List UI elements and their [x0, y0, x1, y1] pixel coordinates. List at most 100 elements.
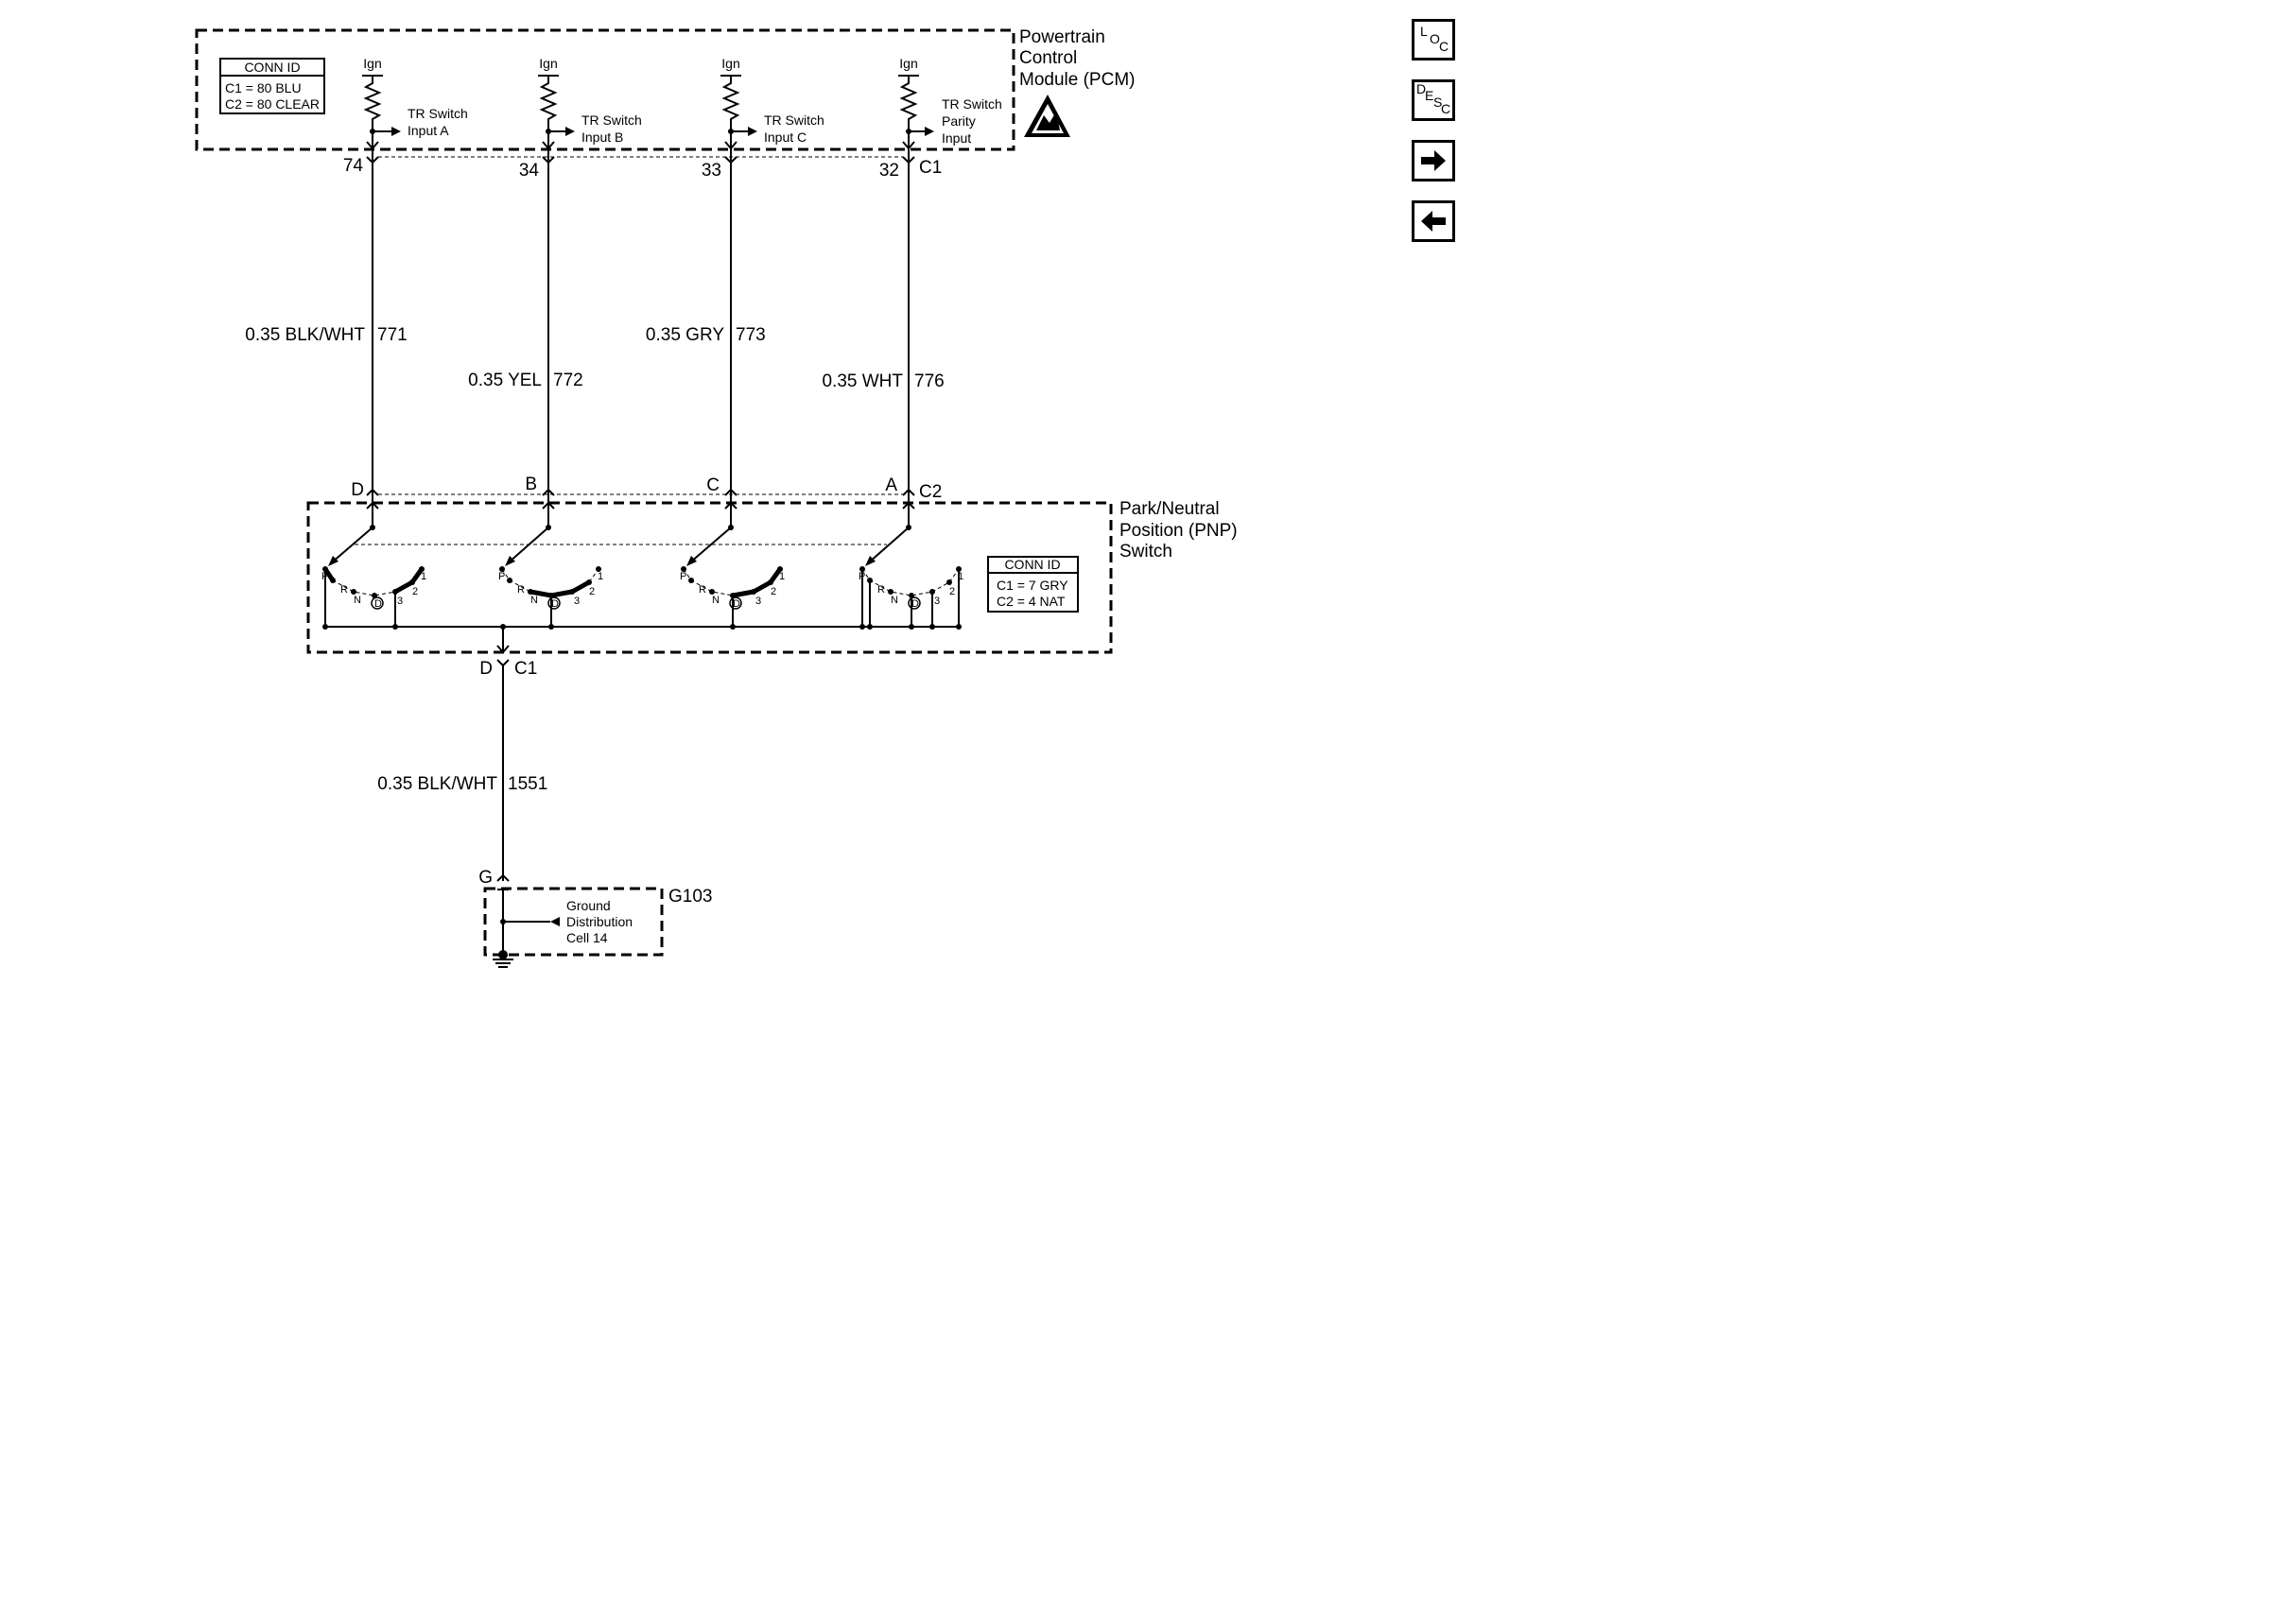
position-label: D	[551, 598, 559, 610]
pnp-pin-1: D	[351, 480, 364, 500]
output-arrow-icon	[391, 127, 401, 136]
desc-letter-4: C	[1441, 101, 1451, 116]
switch-contact	[946, 579, 952, 585]
pnp-switch: C2 D B C A Park/Neutral Position (PNP) S…	[306, 475, 1238, 654]
desc-letter-3: S	[1433, 95, 1443, 110]
switch-contact	[499, 566, 505, 572]
desc-letter-1: D	[1416, 81, 1427, 96]
switch-contact	[330, 578, 336, 583]
pnp-conn-id-box: CONN ID C1 = 7 GRY C2 = 4 NAT	[987, 556, 1079, 613]
input-label-line2: Input A	[408, 123, 449, 138]
input-label-line1: TR Switch	[764, 112, 824, 128]
circuit-number: 772	[553, 371, 583, 390]
next-page-button[interactable]	[1412, 140, 1455, 181]
ground-wire-circuit: 1551	[508, 774, 547, 794]
position-label: 1	[779, 571, 785, 582]
input-label-line1: TR Switch	[942, 96, 1002, 112]
wire-776: 0.35 WHT 776	[822, 163, 945, 490]
position-label: N	[530, 595, 538, 606]
loc-letter-1: L	[1420, 24, 1428, 39]
previous-page-button[interactable]	[1412, 200, 1455, 242]
output-arrow-icon	[925, 127, 934, 136]
pnp-conn-id-line1: C1 = 7 GRY	[997, 578, 1068, 593]
switch-contact	[409, 579, 415, 585]
location-button[interactable]: L O C	[1412, 19, 1455, 60]
pull-up-resistor	[721, 76, 740, 161]
switch-contact	[751, 589, 756, 595]
loc-letter-2: O	[1430, 31, 1440, 46]
ground-id: G103	[668, 887, 712, 907]
ground-ref-line1: Ground	[566, 898, 611, 913]
position-label: R	[877, 584, 885, 596]
pnp-pin-3: C	[706, 475, 720, 495]
position-label: R	[517, 584, 525, 596]
ground-wire-spec: 0.35 BLK/WHT	[377, 774, 497, 794]
position-label: R	[699, 584, 706, 596]
circuit-number: 773	[736, 325, 766, 345]
pcm-title-line2: Control	[1019, 48, 1077, 68]
switch-contact	[419, 566, 425, 572]
pnp-title-line3: Switch	[1119, 542, 1172, 561]
ground-pin: G	[478, 868, 493, 888]
switch-contact	[681, 566, 686, 572]
position-label: 3	[574, 596, 580, 607]
pnp-pin-4: A	[885, 475, 897, 495]
pcm-title-line1: Powertrain	[1019, 27, 1105, 47]
wire-772: 0.35 YEL 772	[468, 163, 583, 490]
switch-arm	[868, 527, 910, 563]
wiring-diagram: Powertrain Control Module (PCM) CONN ID …	[195, 27, 1238, 968]
ign-label: Ign	[721, 56, 739, 71]
pcm-conn-id-header: CONN ID	[244, 60, 300, 75]
pcm-input-b: Ign TR Switch Input B 34	[519, 56, 642, 181]
ground-symbol-icon	[493, 950, 513, 968]
pull-up-resistor	[539, 76, 558, 161]
switch-contact	[351, 589, 356, 595]
pin-number: 74	[343, 156, 364, 176]
position-label: 1	[958, 571, 963, 582]
position-label: N	[891, 595, 898, 606]
arrow-right-icon	[1421, 150, 1446, 171]
output-arrow-icon	[565, 127, 575, 136]
output-arrow-icon	[748, 127, 757, 136]
switch-contact	[777, 566, 783, 572]
switch-arm	[331, 527, 373, 563]
pcm-conn-id-box: CONN ID C1 = 80 BLU C2 = 80 CLEAR	[219, 58, 325, 114]
switch-contact	[688, 578, 694, 583]
arrow-left-icon	[1421, 211, 1446, 232]
position-label: 2	[589, 586, 595, 597]
pnp-title-line2: Position (PNP)	[1119, 521, 1238, 541]
ign-label: Ign	[899, 56, 917, 71]
switch-contact	[586, 579, 592, 585]
wire-spec: 0.35 WHT	[822, 371, 903, 391]
switch-arm	[689, 527, 732, 563]
reference-arrow-icon	[550, 917, 560, 926]
esd-warning-icon	[1024, 95, 1070, 137]
ign-label: Ign	[363, 56, 381, 71]
switch-contact	[709, 589, 715, 595]
description-button[interactable]: D E S C	[1412, 79, 1455, 121]
pcm-input-a: Ign TR Switch Input A 74	[343, 56, 468, 176]
ign-label: Ign	[539, 56, 557, 71]
wire-spec: 0.35 BLK/WHT	[245, 325, 365, 345]
ground-circuit: D C1 0.35 BLK/WHT 1551 G G103 Ground Dis…	[377, 659, 712, 968]
pnp-connector-label: C2	[919, 482, 942, 502]
position-label: D	[733, 598, 740, 610]
wire-773: 0.35 GRY 773	[646, 163, 766, 490]
pcm-conn-id-line2: C2 = 80 CLEAR	[225, 96, 320, 112]
switch-contact	[507, 578, 512, 583]
position-label: D	[911, 598, 919, 610]
ground-ref-line3: Cell 14	[566, 930, 608, 945]
position-label: P	[498, 571, 505, 582]
position-label: 2	[949, 586, 955, 597]
pcm-conn-id-line1: C1 = 80 BLU	[225, 80, 302, 95]
position-label: N	[354, 595, 361, 606]
pcm-input-c: Ign TR Switch Input C 33	[702, 56, 824, 181]
position-label: 3	[755, 596, 761, 607]
position-label: D	[374, 598, 382, 610]
input-label-line2: Input C	[764, 130, 807, 145]
pcm-title-line3: Module (PCM)	[1019, 70, 1135, 90]
position-label: 2	[412, 586, 418, 597]
